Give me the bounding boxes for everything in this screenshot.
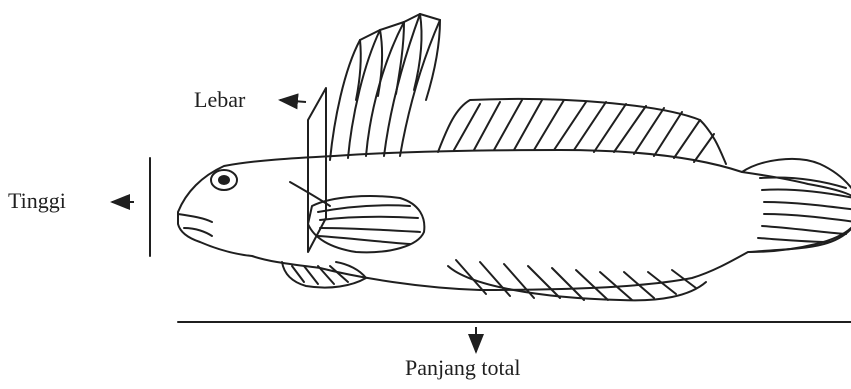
anal-fin-rays (456, 260, 696, 300)
caudal-fin-rays (758, 177, 851, 242)
tinggi-label: Tinggi (8, 190, 66, 212)
pelvic-fin-rays (292, 266, 348, 284)
lebar-label: Lebar (194, 89, 245, 111)
panjang-total-label: Panjang total (405, 357, 520, 379)
pectoral-fin-rays (318, 205, 420, 244)
lebar-arrow (280, 100, 306, 102)
fish-body-outline (178, 150, 851, 290)
second-dorsal-fin-rays (454, 100, 714, 162)
first-dorsal-fin (330, 14, 440, 160)
fish-pupil (219, 176, 229, 184)
